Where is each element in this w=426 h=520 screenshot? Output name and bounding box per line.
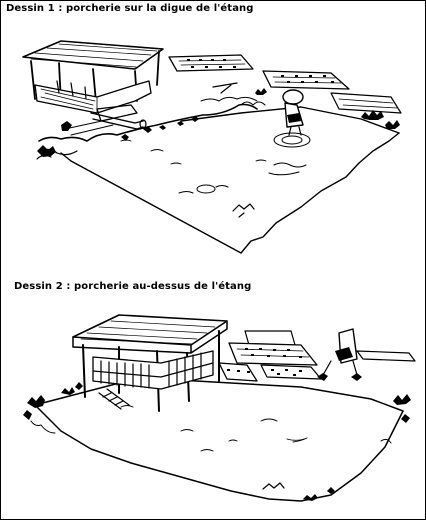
drawing2-caption: Dessin 2 : porcherie au-dessus de l'étan… (14, 281, 252, 292)
drawing1-caption: Dessin 1 : porcherie sur la digue de l'é… (6, 3, 254, 14)
drawing1-vegetation (240, 88, 400, 129)
drawing2-dike (218, 330, 416, 382)
drawing1-pigsty (22, 40, 164, 141)
drawing1-fields (168, 54, 402, 114)
drawing1-pond (60, 106, 400, 254)
drawing2-pond (34, 378, 404, 502)
drawing1-figure (212, 82, 304, 136)
drawing2-vegetation (23, 382, 411, 501)
drawing1-illustration (22, 40, 402, 254)
drawing2-pigsty (72, 314, 228, 412)
drawing2-figure (317, 328, 362, 381)
